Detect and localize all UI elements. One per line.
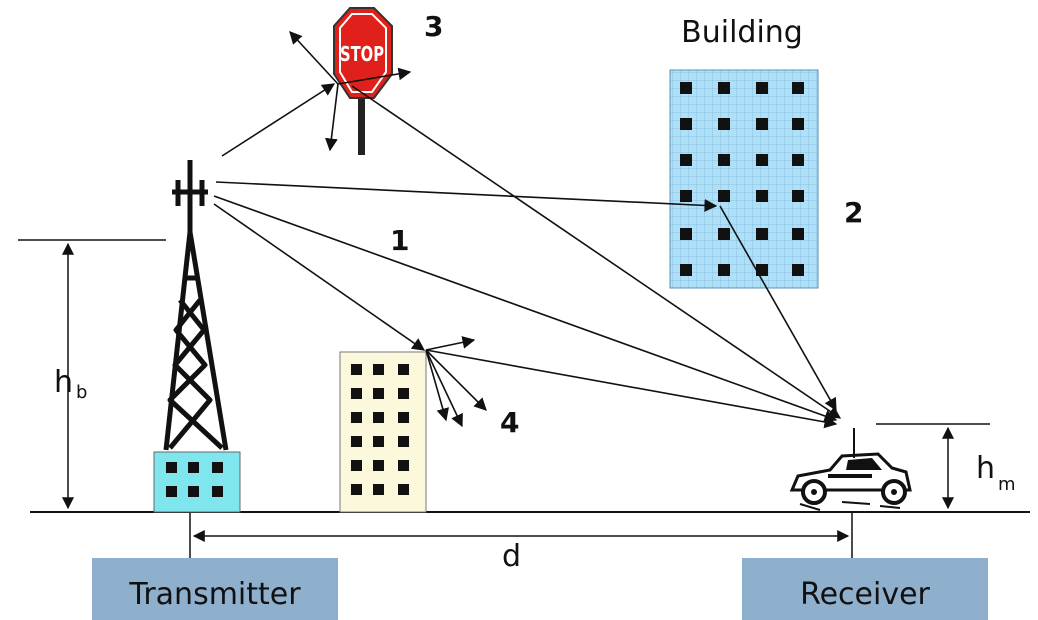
transmitter-box: Transmitter xyxy=(92,558,338,620)
ray-scatter-1 xyxy=(425,336,476,351)
tall-building: Building xyxy=(669,15,819,289)
path-label-2: 2 xyxy=(844,196,863,229)
propagation-rays xyxy=(213,31,842,429)
receiver-label: Receiver xyxy=(800,577,930,612)
ray-tx-to-small-building xyxy=(213,203,426,351)
distance-label: d xyxy=(502,539,521,574)
transmitter-label: Transmitter xyxy=(128,577,301,612)
ray-tx-to-building xyxy=(215,181,718,212)
ray-sign-to-rx xyxy=(351,85,842,419)
base-station-building xyxy=(153,451,241,513)
ray-sign-scatter-3 xyxy=(325,83,339,152)
ray-scatter-2 xyxy=(425,349,487,411)
mobile-height-subscript: m xyxy=(998,474,1016,495)
lattice-tower-icon xyxy=(163,200,229,451)
mobile-height-marker: h m xyxy=(876,423,1016,510)
ray-tx-to-sign xyxy=(221,83,336,157)
ray-building-to-rx xyxy=(719,205,837,412)
antenna-icon xyxy=(172,160,208,232)
stop-sign-text: STOP xyxy=(340,42,384,66)
distance-marker: d xyxy=(189,512,853,574)
ray-sign-scatter-1 xyxy=(289,31,339,85)
ray-scatter-4 xyxy=(425,349,449,422)
small-building xyxy=(339,351,427,513)
receiver-box: Receiver xyxy=(742,558,988,620)
ray-small-building-to-rx xyxy=(425,349,838,429)
ray-sign-scatter-2 xyxy=(337,67,412,85)
ray-direct xyxy=(213,195,838,423)
building-label: Building xyxy=(681,15,803,50)
vintage-car-icon xyxy=(789,428,912,511)
path-label-3: 3 xyxy=(424,10,443,43)
ray-scatter-3 xyxy=(425,349,463,428)
path-label-1: 1 xyxy=(390,224,409,257)
base-height-label: h xyxy=(54,365,73,400)
base-height-marker: h b xyxy=(18,239,166,510)
stop-sign-icon: STOP xyxy=(333,7,393,155)
path-label-4: 4 xyxy=(500,406,519,439)
mobile-height-label: h xyxy=(976,451,995,486)
base-height-subscript: b xyxy=(76,382,87,403)
